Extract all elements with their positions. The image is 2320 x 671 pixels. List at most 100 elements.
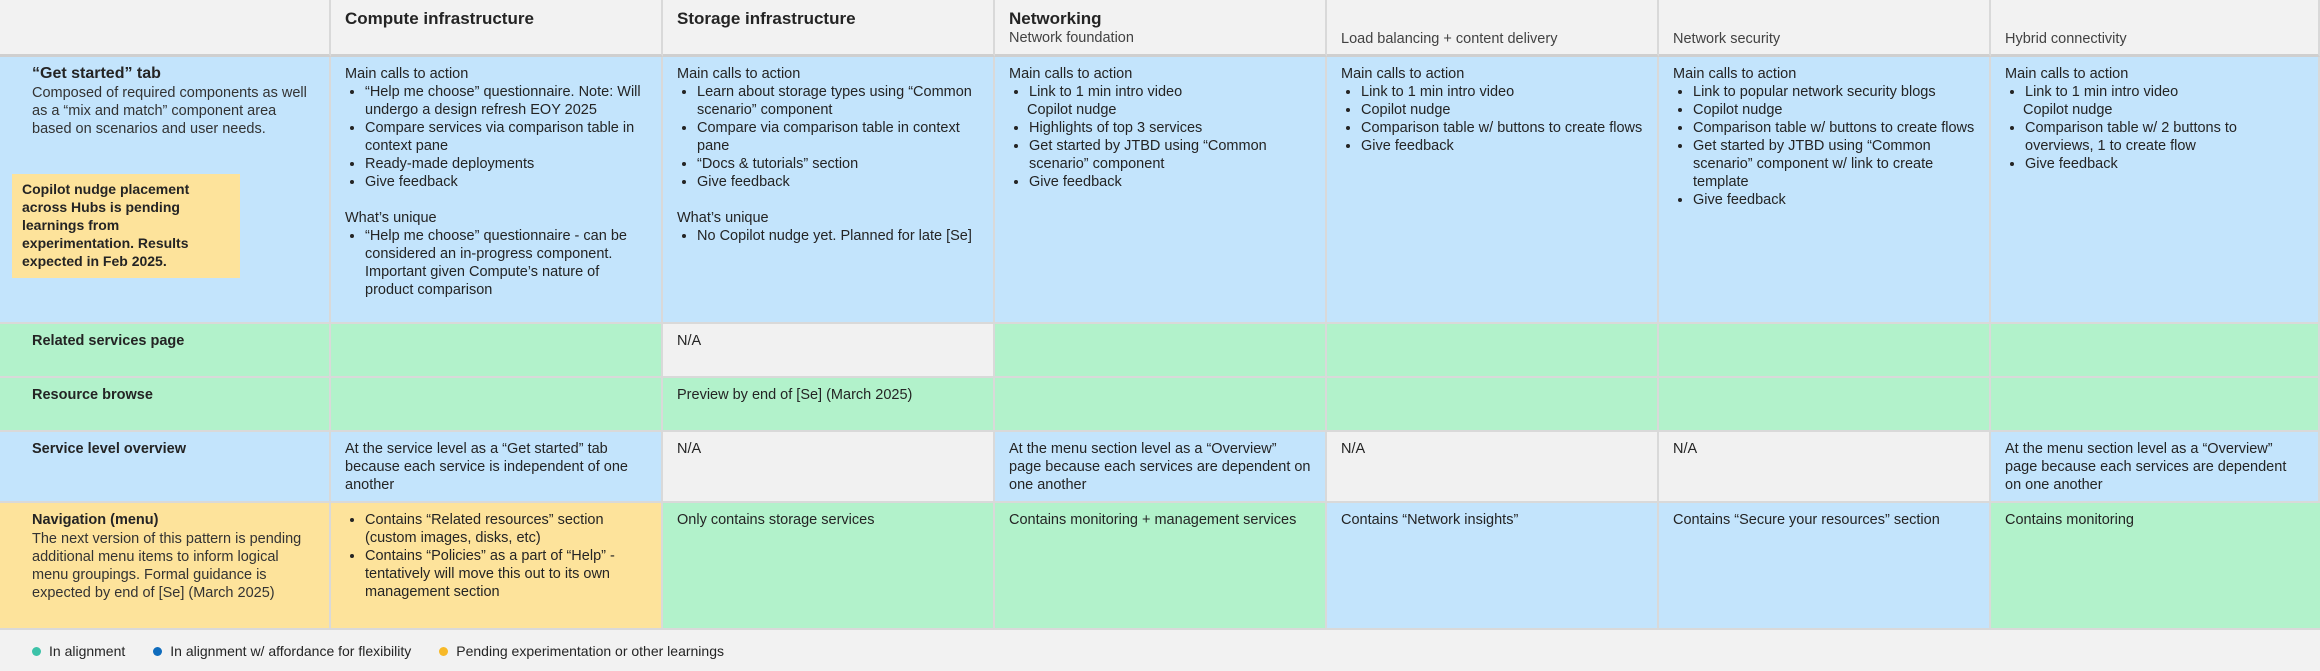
service-level-hybrid-text: At the menu section level as a “Overview… <box>2005 441 2287 493</box>
resource-browse-storage: Preview by end of [Se] (March 2025) <box>663 378 995 432</box>
resource-browse-compute <box>331 378 663 432</box>
list-item: Comparison table w/ buttons to create fl… <box>1693 119 1975 137</box>
legend-label: In alignment w/ affordance for flexibili… <box>170 643 412 659</box>
header-networking: Networking Network foundation <box>995 0 1327 57</box>
row-label-service-level: Service level overview <box>0 432 331 503</box>
service-level-networking: At the menu section level as a “Overview… <box>995 432 1327 503</box>
header-network-security: Network security <box>1659 0 1991 57</box>
service-level-network-security: N/A <box>1659 432 1991 503</box>
navigation-compute-list: Contains “Related resources” section (cu… <box>345 511 647 601</box>
blue-dot-icon <box>153 646 163 656</box>
header-load-balancing-sub: Load balancing + content delivery <box>1341 31 1558 47</box>
service-level-network-security-text: N/A <box>1673 441 1698 457</box>
resource-browse-hybrid <box>1991 378 2320 432</box>
resource-browse-title: Resource browse <box>32 387 153 403</box>
hybrid-cta-list-rest: Comparison table w/ 2 buttons to overvie… <box>2005 119 2304 173</box>
list-item: Comparison table w/ 2 buttons to overvie… <box>2025 119 2304 155</box>
hybrid-cta-list: Link to 1 min intro video <box>2005 83 2304 101</box>
resource-browse-storage-text: Preview by end of [Se] (March 2025) <box>677 387 913 403</box>
header-hybrid-sub: Hybrid connectivity <box>2005 31 2127 47</box>
related-services-hybrid <box>1991 324 2320 378</box>
navigation-hybrid-text: Contains monitoring <box>2005 512 2134 528</box>
resource-browse-networking <box>995 378 1327 432</box>
alignment-table: Compute infrastructure Storage infrastru… <box>0 0 2320 630</box>
list-item: Link to 1 min intro video <box>2025 83 2304 101</box>
networking-cta-list-rest: Highlights of top 3 services Get started… <box>1009 119 1311 191</box>
row-label-related-services: Related services page <box>0 324 331 378</box>
navigation-load-balancing: Contains “Network insights” <box>1327 503 1659 630</box>
header-load-balancing: Load balancing + content delivery <box>1327 0 1659 57</box>
list-item: Ready-made deployments <box>365 155 647 173</box>
service-level-storage: N/A <box>663 432 995 503</box>
list-item: Comparison table w/ buttons to create fl… <box>1361 119 1643 137</box>
list-item: Highlights of top 3 services <box>1029 119 1311 137</box>
network-security-cta-list: Link to popular network security blogs C… <box>1673 83 1975 209</box>
list-item: “Help me choose” questionnaire. Note: Wi… <box>365 83 647 119</box>
related-services-compute <box>331 324 663 378</box>
navigation-hybrid: Contains monitoring <box>1991 503 2320 630</box>
list-item: “Help me choose” questionnaire - can be … <box>365 227 647 299</box>
related-services-storage: N/A <box>663 324 995 378</box>
copilot-nudge-note: Copilot nudge placement across Hubs is p… <box>12 174 240 278</box>
list-item: Get started by JTBD using “Common scenar… <box>1029 137 1311 173</box>
get-started-desc: Composed of required components as well … <box>32 85 307 137</box>
legend-item-pending: Pending experimentation or other learnin… <box>439 642 724 660</box>
service-level-storage-text: N/A <box>677 441 702 457</box>
get-started-compute: Main calls to action “Help me choose” qu… <box>331 57 663 324</box>
header-storage: Storage infrastructure <box>663 0 995 57</box>
service-level-load-balancing-text: N/A <box>1341 441 1366 457</box>
navigation-load-balancing-text: Contains “Network insights” <box>1341 512 1519 528</box>
navigation-network-security: Contains “Secure your resources” section <box>1659 503 1991 630</box>
list-item: Copilot nudge <box>1361 101 1643 119</box>
legend: In alignment In alignment w/ affordance … <box>32 642 724 660</box>
header-corner <box>0 0 331 57</box>
load-balancing-cta-heading: Main calls to action <box>1341 66 1465 82</box>
compute-unique-heading: What’s unique <box>345 210 437 226</box>
resource-browse-load-balancing <box>1327 378 1659 432</box>
storage-unique-heading: What’s unique <box>677 210 769 226</box>
storage-unique-list: No Copilot nudge yet. Planned for late [… <box>677 227 979 245</box>
navigation-networking-text: Contains monitoring + management service… <box>1009 512 1297 528</box>
list-item: Give feedback <box>2025 155 2304 173</box>
header-hybrid: Hybrid connectivity <box>1991 0 2320 57</box>
service-level-hybrid: At the menu section level as a “Overview… <box>1991 432 2320 503</box>
header-compute-title: Compute infrastructure <box>345 9 534 28</box>
header-networking-title: Networking <box>1009 9 1102 28</box>
list-item: Compare via comparison table in context … <box>697 119 979 155</box>
legend-label: Pending experimentation or other learnin… <box>456 643 724 659</box>
get-started-hybrid: Main calls to action Link to 1 min intro… <box>1991 57 2320 324</box>
get-started-title: “Get started” tab <box>32 65 161 82</box>
related-services-load-balancing <box>1327 324 1659 378</box>
row-label-get-started: “Get started” tab Composed of required c… <box>0 57 331 324</box>
compute-cta-heading: Main calls to action <box>345 66 469 82</box>
list-item-text: Link to 1 min intro video <box>1029 84 1183 100</box>
list-item: Give feedback <box>1361 137 1643 155</box>
row-label-navigation: Navigation (menu) The next version of th… <box>0 503 331 630</box>
header-compute: Compute infrastructure <box>331 0 663 57</box>
get-started-load-balancing: Main calls to action Link to 1 min intro… <box>1327 57 1659 324</box>
list-item-continuation: Copilot nudge <box>2023 102 2113 118</box>
hybrid-cta-heading: Main calls to action <box>2005 66 2129 82</box>
navigation-title: Navigation (menu) <box>32 512 159 528</box>
legend-item-flexibility: In alignment w/ affordance for flexibili… <box>153 642 411 660</box>
service-level-title: Service level overview <box>32 441 186 457</box>
related-services-networking <box>995 324 1327 378</box>
list-item: Compare services via comparison table in… <box>365 119 647 155</box>
list-item: Give feedback <box>365 173 647 191</box>
navigation-networking: Contains monitoring + management service… <box>995 503 1327 630</box>
load-balancing-cta-list: Link to 1 min intro video Copilot nudge … <box>1341 83 1643 155</box>
list-item: Get started by JTBD using “Common scenar… <box>1693 137 1975 191</box>
yellow-dot-icon <box>439 646 449 656</box>
navigation-storage: Only contains storage services <box>663 503 995 630</box>
compute-unique-list: “Help me choose” questionnaire - can be … <box>345 227 647 299</box>
legend-label: In alignment <box>49 643 126 659</box>
get-started-storage: Main calls to action Learn about storage… <box>663 57 995 324</box>
list-item: Give feedback <box>697 173 979 191</box>
list-item: Copilot nudge <box>1693 101 1975 119</box>
service-level-networking-text: At the menu section level as a “Overview… <box>1009 441 1311 493</box>
list-item: Link to 1 min intro video <box>1361 83 1643 101</box>
header-network-security-sub: Network security <box>1673 31 1781 47</box>
related-services-storage-text: N/A <box>677 333 702 349</box>
navigation-desc: The next version of this pattern is pend… <box>32 531 302 601</box>
storage-cta-heading: Main calls to action <box>677 66 801 82</box>
